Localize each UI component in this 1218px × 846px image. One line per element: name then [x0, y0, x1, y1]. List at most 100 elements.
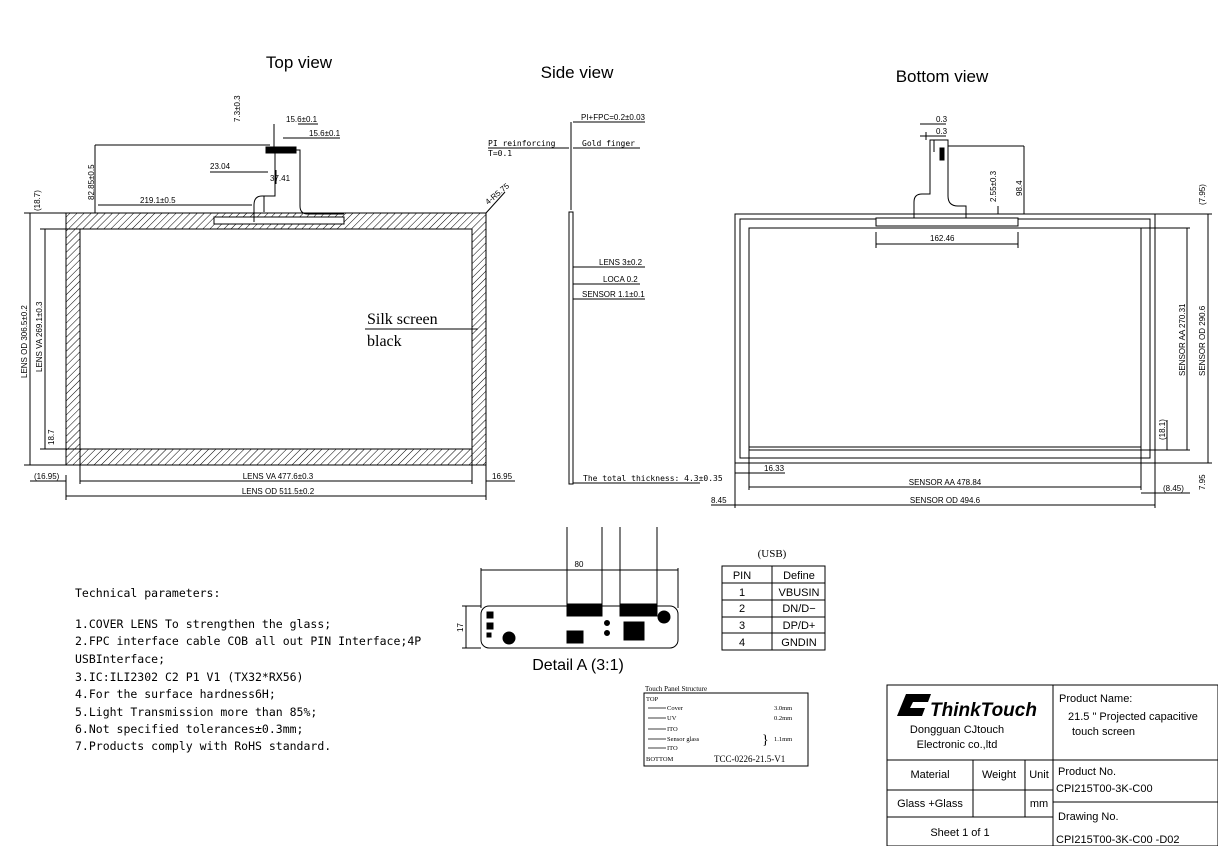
product-no-label: Product No.	[1058, 766, 1116, 778]
lens-thickness-label: LENS 3±0.2	[599, 258, 643, 267]
title-block: ThinkTouch Dongguan CJtouch Electronic c…	[886, 684, 1218, 846]
glass-thickness: 1.1mm	[774, 736, 792, 743]
material-value: Glass +Glass	[897, 798, 963, 810]
usb-header-pin: PIN	[733, 570, 751, 582]
dim-lens-od-w: LENS OD 511.5±0.2	[242, 487, 315, 496]
layer-uv: UV	[667, 715, 677, 722]
dim-80: 80	[575, 560, 584, 569]
usb-define-4: GNDIN	[781, 637, 817, 649]
dim-8-45-right: (8.45)	[1163, 484, 1184, 493]
dim-lens-va-w: LENS VA 477.6±0.3	[243, 472, 314, 481]
fpc-gold-finger	[265, 146, 297, 154]
detail-a-caption: Detail A (3:1)	[532, 657, 624, 674]
dim-sensor-od-h: SENSOR OD 290.6	[1198, 305, 1207, 376]
dim-16-33: 16.33	[764, 464, 785, 473]
structure-top: TOP	[646, 696, 659, 703]
material-header: Material	[910, 769, 949, 781]
tech-line-1: 1.COVER LENS To strengthen the glass;	[75, 617, 331, 631]
product-name-line-1: 21.5 " Projected capacitive	[1068, 711, 1198, 723]
logo-text: ThinkTouch	[930, 700, 1037, 721]
usb-pin-4: 4	[739, 637, 745, 649]
dim-7-3: 7.3±0.3	[233, 95, 242, 122]
dim-16-95-left: (16.95)	[34, 472, 60, 481]
uv-thickness: 0.2mm	[774, 715, 792, 722]
dim-lens-od-h: LENS OD 306.5±0.2	[20, 305, 29, 378]
unit-header: Unit	[1029, 769, 1049, 781]
dim-lens-va-h: LENS VA 269.1±0.3	[35, 301, 44, 372]
unit-value: mm	[1030, 798, 1048, 810]
side-view	[488, 121, 700, 485]
tech-title: Technical parameters:	[75, 586, 220, 600]
usb-header-define: Define	[783, 570, 815, 582]
brace-glyph: }	[762, 733, 769, 748]
sensor-thickness-label: SENSOR 1.1±0.1	[582, 290, 645, 299]
side-view-title: Side view	[541, 63, 614, 82]
total-thickness-label: The total thickness: 4.3±0.35	[583, 474, 723, 483]
sheet-info: Sheet 1 of 1	[930, 827, 989, 839]
tech-line-6: 5.Light Transmission more than 85%;	[75, 705, 317, 719]
dim-18-7-bot: 18.7	[47, 429, 56, 445]
dim-18-1: (18.1)	[1158, 419, 1167, 440]
dim-7-95-bot: 7.95	[1198, 474, 1207, 490]
silk-black-label: black	[367, 333, 402, 350]
structure-title: Touch Panel Structure	[645, 685, 707, 693]
tech-line-5: 4.For the surface hardness6H;	[75, 687, 276, 701]
t-value-label: T=0.1	[488, 149, 512, 158]
tech-line-7: 6.Not specified tolerances±0.3mm;	[75, 722, 303, 736]
lens-view-area	[79, 228, 473, 450]
dim-sensor-aa-h: SENSOR AA 270.31	[1178, 303, 1187, 376]
product-name-line-2: touch screen	[1072, 726, 1135, 738]
usb-pin-3: 3	[739, 620, 745, 632]
pi-reinforcing-label: PI reinforcing	[488, 139, 556, 148]
dim-23-04: 23.04	[210, 162, 231, 171]
usb-define-3: DP/D+	[783, 620, 816, 632]
bottom-view	[711, 123, 1212, 508]
usb-pin-1: 1	[739, 587, 745, 599]
dim-2-55: 2.55±0.3	[989, 170, 998, 202]
logo: ThinkTouch	[897, 694, 1037, 721]
company-line-1: Dongguan CJtouch	[910, 724, 1004, 736]
product-no-value: CPI215T00-3K-C00	[1056, 783, 1153, 795]
dim-219-1: 219.1±0.5	[140, 196, 176, 205]
bottom-view-title: Bottom view	[896, 67, 989, 86]
panel-structure-box: Touch Panel Structure TOP Cover UV ITO S…	[643, 685, 809, 767]
dim-16-95-right: 16.95	[492, 472, 513, 481]
dim-18-7-top: (18.7)	[33, 190, 42, 211]
usb-pin-2: 2	[739, 603, 745, 615]
loca-label: LOCA 0.2	[603, 275, 638, 284]
tech-line-8: 7.Products comply with RoHS standard.	[75, 739, 331, 753]
lens-outline	[65, 212, 487, 466]
usb-caption: (USB)	[758, 548, 787, 560]
drawing-no-value: CPI215T00-3K-C00 -D02	[1056, 834, 1180, 846]
usb-define-2: DN/D−	[782, 603, 815, 615]
layer-sensor-glass: Sensor glass	[667, 736, 700, 743]
tech-line-2: 2.FPC interface cable COB all out PIN In…	[75, 634, 421, 648]
dim-82-85: 82.85±0.5	[87, 164, 96, 200]
silk-screen-label: Silk screen	[367, 311, 438, 328]
product-name-label: Product Name:	[1059, 693, 1132, 705]
tech-line-3: USBInterface;	[75, 652, 165, 666]
structure-bottom: BOTTOM	[646, 756, 674, 763]
usb-define-1: VBUSIN	[779, 587, 820, 599]
dim-r5-75: 4-R5.75	[484, 181, 512, 207]
cj-logo-icon	[897, 694, 931, 716]
layer-cover: Cover	[667, 705, 684, 712]
dim-0-3-a: 0.3	[936, 115, 948, 124]
gold-finger-label: Gold finger	[582, 139, 635, 148]
technical-parameters: Technical parameters: 1.COVER LENS To st…	[75, 586, 421, 753]
dim-17: 17	[456, 623, 465, 632]
structure-code: TCC-0226-21.5-V1	[714, 754, 785, 764]
dim-98-4: 98.4	[1015, 180, 1024, 196]
top-view-title: Top view	[266, 53, 333, 72]
dim-15-6-a: 15.6±0.1	[286, 115, 318, 124]
top-view	[24, 123, 515, 500]
tech-line-4: 3.IC:ILI2302 C2 P1 V1 (TX32*RX56)	[75, 670, 303, 684]
layer-ito-1: ITO	[667, 726, 678, 733]
dim-0-3-b: 0.3	[936, 127, 948, 136]
pi-fpc-label: PI+FPC=0.2±0.03	[581, 113, 646, 122]
cover-thickness: 3.0mm	[774, 705, 792, 712]
dim-15-6-b: 15.6±0.1	[309, 129, 341, 138]
usb-pin-table: (USB) PIN Define 1 VBUSIN 2 DN/D− 3 DP/D…	[721, 548, 826, 651]
dim-sensor-aa-w: SENSOR AA 478.84	[909, 478, 982, 487]
